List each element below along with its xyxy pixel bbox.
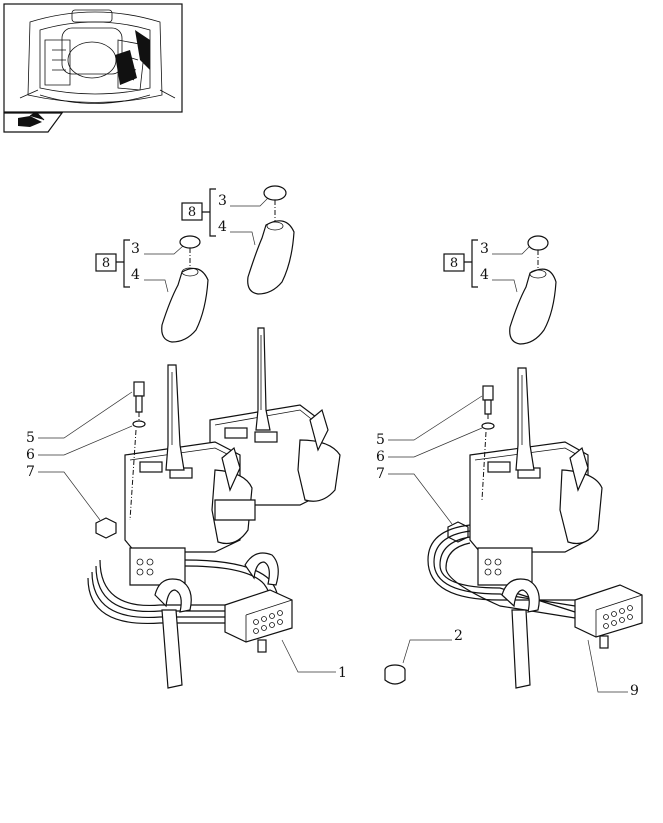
cap-disc: [263, 185, 287, 201]
knob-assembly-right: 8 3 4: [443, 235, 557, 345]
callout-8: 8: [102, 256, 110, 271]
single-lever-assembly: [427, 367, 643, 689]
nut: [95, 517, 117, 539]
navigation-tab[interactable]: [3, 111, 64, 133]
lever-front: [165, 364, 185, 471]
lever-rear: [255, 327, 271, 431]
knob-assembly-middle: 8 3 4: [181, 185, 295, 295]
grommet: [384, 664, 406, 685]
callout-3: 3: [131, 241, 140, 257]
callout-8: 8: [450, 256, 458, 271]
double-lever-assembly: [87, 327, 341, 689]
callout-7: 7: [26, 464, 35, 480]
callout-3: 3: [480, 241, 489, 257]
callout-1: 1: [338, 665, 347, 681]
knob-assembly-left: 8 3 4: [95, 235, 209, 343]
lever: [515, 367, 535, 471]
callout-6: 6: [376, 449, 385, 465]
callout-3: 3: [218, 193, 227, 209]
callout-9: 9: [630, 683, 639, 699]
callout-2: 2: [454, 628, 463, 644]
callout-5: 5: [376, 432, 385, 448]
callout-6: 6: [26, 447, 35, 463]
callout-8: 8: [188, 205, 196, 220]
callout-7: 7: [376, 466, 385, 482]
callout-4: 4: [480, 267, 489, 283]
cap-disc: [527, 235, 549, 251]
location-thumbnail: [3, 3, 183, 113]
callout-5: 5: [26, 430, 35, 446]
book-arrow-icon: [18, 111, 45, 127]
cap-disc: [179, 235, 201, 249]
callout-4: 4: [218, 219, 227, 235]
callout-4: 4: [131, 267, 140, 283]
